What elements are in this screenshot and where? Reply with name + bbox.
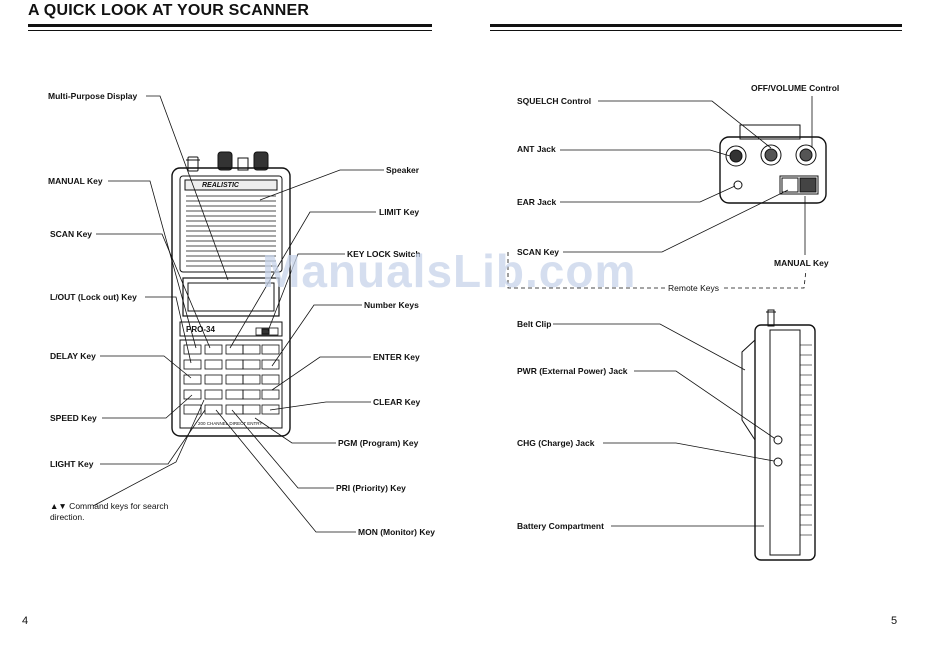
- scanner-front-view: [171, 151, 291, 437]
- title-rule-right: [490, 24, 902, 27]
- label-delay-key: DELAY Key: [50, 351, 96, 361]
- label-belt-clip: Belt Clip: [517, 319, 552, 329]
- label-squelch-control: SQUELCH Control: [517, 96, 592, 106]
- label-clear-key: CLEAR Key: [373, 397, 421, 407]
- label-manual-key: MANUAL Key: [48, 176, 103, 186]
- label-top-manual-key: MANUAL Key: [774, 258, 829, 268]
- label-battery-compartment: Battery Compartment: [517, 521, 604, 531]
- label-key-lock-switch: KEY LOCK Switch: [347, 249, 421, 259]
- page-number-left: 4: [22, 615, 29, 627]
- scanner-top-view: [719, 124, 827, 204]
- label-remote-keys: Remote Keys: [666, 283, 722, 294]
- device-brand: REALISTIC: [202, 182, 239, 189]
- label-multi-purpose-display: Multi-Purpose Display: [48, 91, 138, 101]
- scanner-side-view: [741, 309, 816, 561]
- label-ear-jack: EAR Jack: [517, 197, 557, 207]
- device-model: PRO-34: [186, 325, 215, 334]
- label-chg-jack: CHG (Charge) Jack: [517, 438, 595, 448]
- label-enter-key: ENTER Key: [373, 352, 420, 362]
- page-number-right: 5: [891, 615, 898, 627]
- label-ant-jack: ANT Jack: [517, 144, 556, 154]
- label-off-volume-control: OFF/VOLUME Control: [751, 83, 840, 93]
- label-pgm-key: PGM (Program) Key: [338, 438, 419, 448]
- label-number-keys: Number Keys: [364, 300, 419, 310]
- label-speed-key: SPEED Key: [50, 413, 97, 423]
- label-pwr-jack: PWR (External Power) Jack: [517, 366, 628, 376]
- label-top-scan-key: SCAN Key: [517, 247, 560, 257]
- title-rule-left-thin: [28, 30, 432, 31]
- label-command-keys-note: ▲▼ Command keys for search direction.: [50, 501, 169, 522]
- label-light-key: LIGHT Key: [50, 459, 94, 469]
- label-lockout-key: L/OUT (Lock out) Key: [50, 292, 137, 302]
- title-rule-left: [28, 24, 432, 27]
- title-rule-right-thin: [490, 30, 902, 31]
- label-limit-key: LIMIT Key: [379, 207, 420, 217]
- label-speaker: Speaker: [386, 165, 420, 175]
- label-scan-key: SCAN Key: [50, 229, 93, 239]
- label-pri-key: PRI (Priority) Key: [336, 483, 406, 493]
- device-footer: 200 CHANNEL DIRECT ENTRY: [198, 421, 263, 426]
- page-title: A QUICK LOOK AT YOUR SCANNER: [28, 2, 310, 19]
- label-mon-key: MON (Monitor) Key: [358, 527, 435, 537]
